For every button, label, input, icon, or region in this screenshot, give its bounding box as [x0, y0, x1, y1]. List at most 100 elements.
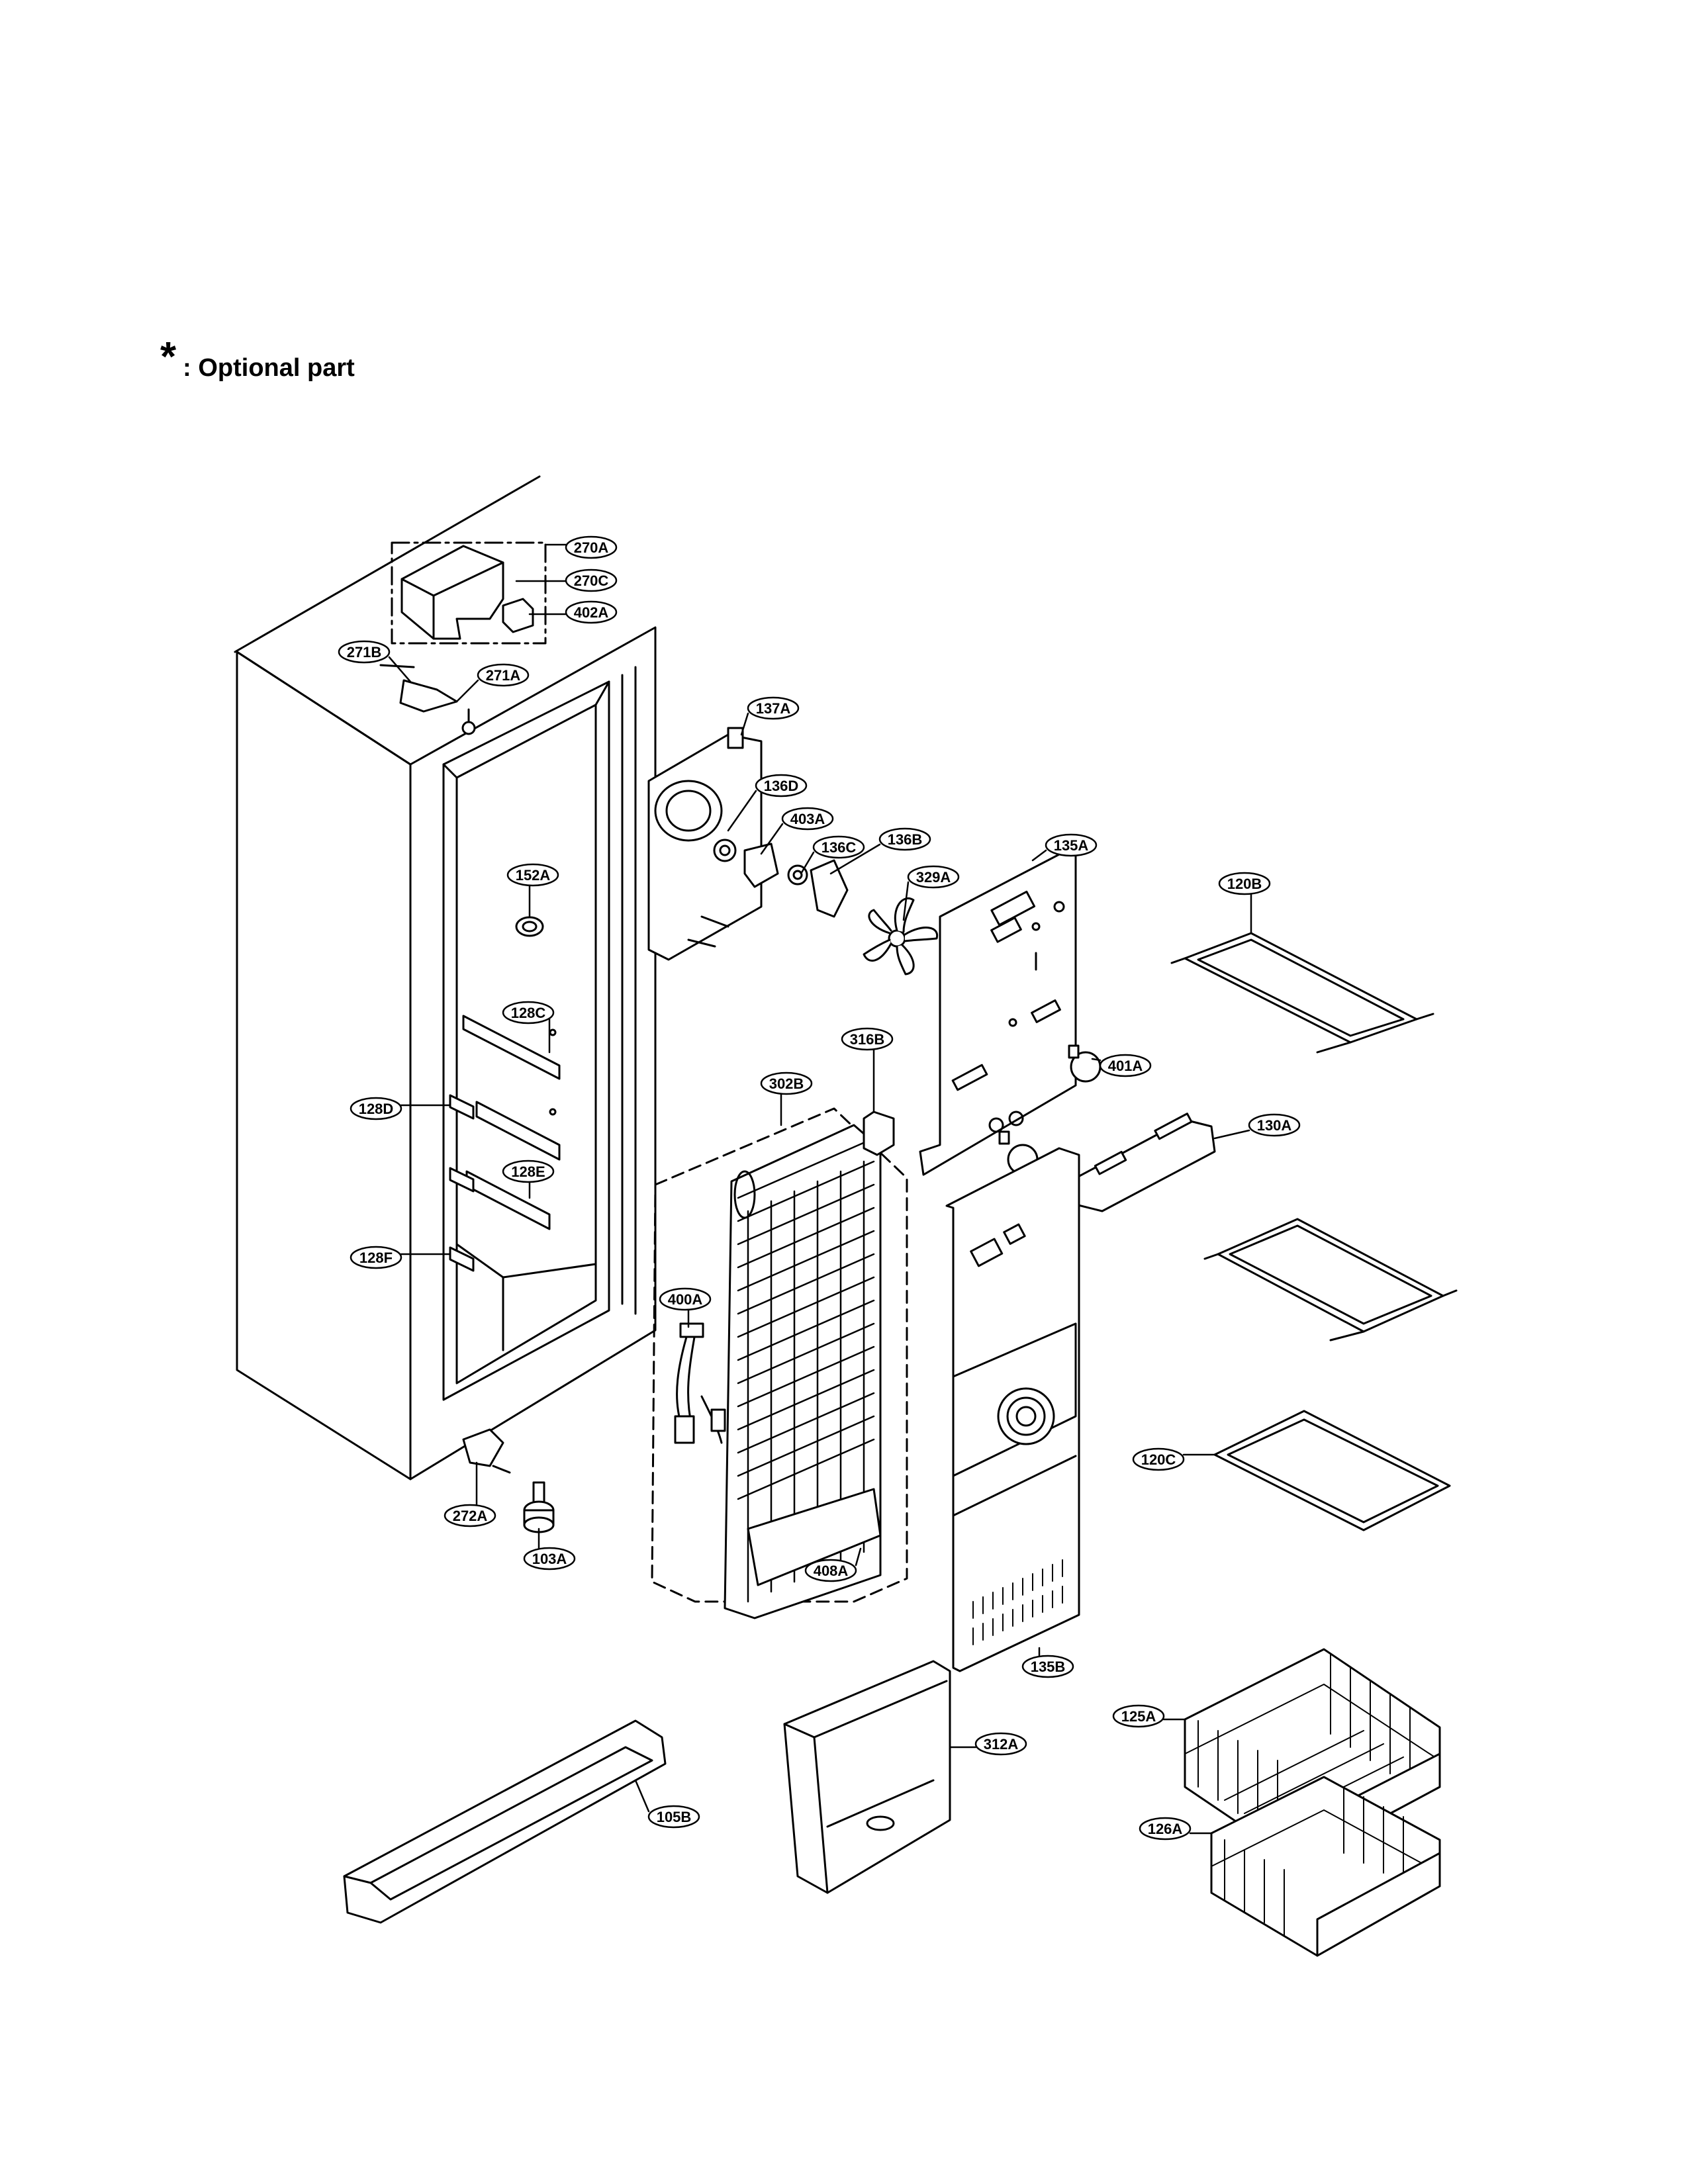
- callout-120c: 120C: [1132, 1447, 1185, 1471]
- callout-128c: 128C: [502, 1001, 555, 1024]
- callout-128d: 128D: [350, 1097, 402, 1120]
- callout-oval-271a: [477, 663, 530, 687]
- leader-line-136b: [829, 843, 881, 875]
- callout-oval-135a: [1045, 833, 1098, 857]
- callout-oval-120c: [1132, 1447, 1185, 1471]
- callout-128e: 128E: [502, 1160, 555, 1183]
- callout-329a: 329A: [907, 865, 960, 889]
- callout-label-312a: 312A: [984, 1736, 1019, 1752]
- legend-text: : Optional part: [183, 354, 355, 382]
- callout-oval-103a: [523, 1547, 576, 1570]
- callout-408a: 408A: [804, 1559, 857, 1582]
- leader-line-105b: [634, 1779, 650, 1813]
- callout-oval-137a: [747, 696, 800, 720]
- callout-125a: 125A: [1112, 1704, 1165, 1728]
- callout-302b: 302B: [760, 1071, 813, 1095]
- callout-oval-126a: [1139, 1817, 1192, 1841]
- callout-oval-271b: [338, 640, 391, 664]
- base-grille-drawing: [343, 1719, 667, 1924]
- callout-oval-105b: [647, 1805, 700, 1829]
- callout-oval-316b: [841, 1027, 894, 1051]
- callout-128f: 128F: [350, 1246, 402, 1269]
- callout-label-120c: 120C: [1141, 1451, 1176, 1468]
- cabinet-drawing: [234, 475, 657, 1533]
- callout-oval-312a: [974, 1732, 1027, 1756]
- callout-label-126a: 126A: [1148, 1821, 1183, 1837]
- leader-line-271a: [455, 679, 479, 703]
- shelf-120b-top-drawing: [1170, 932, 1434, 1054]
- callout-label-136b: 136B: [888, 831, 923, 848]
- callout-oval-128d: [350, 1097, 402, 1120]
- callout-136b: 136B: [878, 827, 931, 851]
- callout-oval-128e: [502, 1160, 555, 1183]
- callout-oval-136b: [878, 827, 931, 851]
- callout-271b: 271B: [338, 640, 391, 664]
- callout-label-128d: 128D: [359, 1101, 394, 1117]
- callout-403a: 403A: [781, 807, 834, 831]
- rear-panel-drawing: [945, 1147, 1080, 1672]
- callout-oval-408a: [804, 1559, 857, 1582]
- callout-270c: 270C: [565, 569, 618, 592]
- insulation-block-drawing: [863, 1111, 895, 1156]
- callout-270a: 270A: [565, 535, 618, 559]
- optional-part-group: [391, 541, 547, 645]
- callout-label-270c: 270C: [574, 572, 609, 589]
- callout-label-272a: 272A: [453, 1508, 488, 1524]
- callout-label-135b: 135B: [1031, 1659, 1066, 1675]
- callout-oval-400a: [659, 1287, 712, 1311]
- callout-126a: 126A: [1139, 1817, 1192, 1841]
- callout-120b: 120B: [1218, 872, 1271, 895]
- callout-label-128e: 128E: [511, 1163, 545, 1180]
- control-cover-drawing: [919, 844, 1077, 1176]
- callout-oval-270c: [565, 569, 618, 592]
- callout-label-270a: 270A: [574, 539, 609, 556]
- callout-135a: 135A: [1045, 833, 1098, 857]
- callout-label-128f: 128F: [359, 1250, 393, 1266]
- leader-line-403a: [760, 823, 784, 855]
- callout-label-136d: 136D: [764, 778, 799, 794]
- callout-label-401a: 401A: [1108, 1058, 1143, 1074]
- callout-oval-128c: [502, 1001, 555, 1024]
- callout-136d: 136D: [755, 774, 808, 797]
- basket-126a-drawing: [1210, 1776, 1441, 1957]
- callout-label-271b: 271B: [347, 644, 382, 660]
- callout-label-402a: 402A: [574, 604, 609, 621]
- callout-401a: 401A: [1099, 1054, 1152, 1077]
- callout-oval-270a: [565, 535, 618, 559]
- callout-label-408a: 408A: [814, 1563, 849, 1579]
- evaporator-group: [651, 1107, 908, 1619]
- callout-oval-302b: [760, 1071, 813, 1095]
- leader-line-329a: [902, 881, 910, 921]
- callout-label-125a: 125A: [1121, 1708, 1156, 1725]
- callout-105b: 105B: [647, 1805, 700, 1829]
- leader-line-136d: [727, 790, 757, 832]
- callout-label-128c: 128C: [511, 1005, 546, 1021]
- duct-cover-drawing: [783, 1660, 951, 1894]
- callout-136c: 136C: [812, 835, 865, 859]
- callout-label-152a: 152A: [516, 867, 551, 884]
- callout-137a: 137A: [747, 696, 800, 720]
- callout-oval-120b: [1218, 872, 1271, 895]
- leader-line-135a: [1031, 849, 1047, 862]
- callout-label-137a: 137A: [756, 700, 791, 717]
- callout-oval-403a: [781, 807, 834, 831]
- optional-part-legend: *: Optional part: [160, 334, 355, 386]
- callout-label-120b: 120B: [1227, 876, 1262, 892]
- callout-402a: 402A: [565, 600, 618, 624]
- callout-oval-136d: [755, 774, 808, 797]
- callout-135b: 135B: [1021, 1655, 1074, 1678]
- callout-label-136c: 136C: [821, 839, 857, 856]
- asterisk-symbol: *: [160, 334, 177, 380]
- callout-oval-329a: [907, 865, 960, 889]
- fan-blade-drawing: [863, 897, 939, 976]
- callout-label-316b: 316B: [850, 1031, 885, 1048]
- callout-312a: 312A: [974, 1732, 1027, 1756]
- callout-oval-152a: [506, 863, 559, 887]
- callout-label-271a: 271A: [486, 667, 521, 684]
- callout-oval-135b: [1021, 1655, 1074, 1678]
- leader-line-401a: [1091, 1058, 1102, 1062]
- callout-oval-402a: [565, 600, 618, 624]
- callout-103a: 103A: [523, 1547, 576, 1570]
- shelf-120c-drawing: [1213, 1410, 1451, 1531]
